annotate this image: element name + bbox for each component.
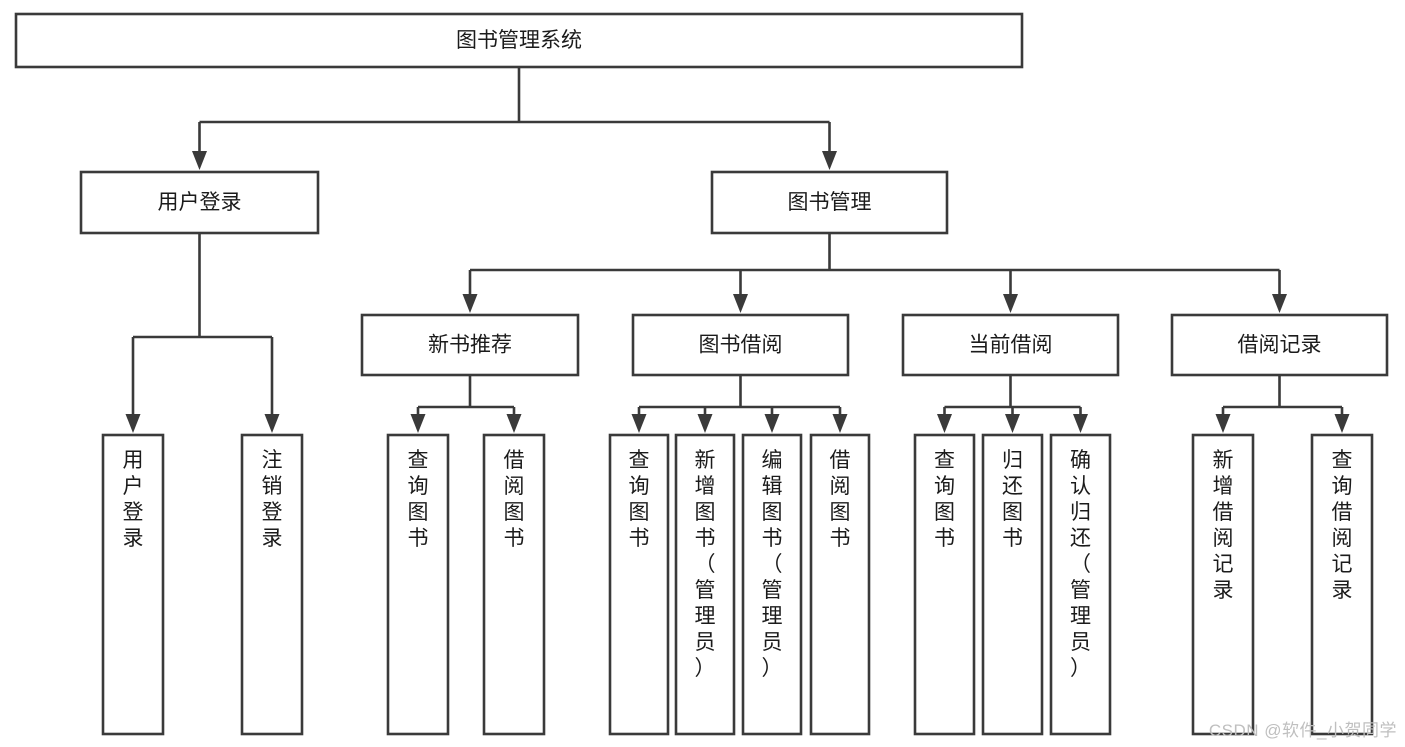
node-book-manage[interactable]: 图书管理 <box>710 170 949 235</box>
node-leaf-confirm-return-label: 确认归还（管理员） <box>1070 449 1091 680</box>
node-book-manage-box <box>710 170 949 235</box>
node-current-borrow[interactable]: 当前借阅 <box>901 313 1120 377</box>
node-leaf-borrow-book-2-box <box>809 433 871 736</box>
node-book-borrow-box <box>631 313 850 377</box>
node-leaf-add-book[interactable]: 新增图书（管理员） <box>674 433 736 736</box>
node-leaf-edit-book-box <box>741 433 803 736</box>
node-leaf-add-book-box <box>674 433 736 736</box>
node-book-borrow-label: 图书借阅 <box>699 334 783 357</box>
connector-layer <box>125 67 1350 433</box>
node-user-login[interactable]: 用户登录 <box>79 170 320 235</box>
node-leaf-borrow-book-1-label: 借阅图书 <box>504 449 525 550</box>
node-leaf-query-record[interactable]: 查询借阅记录 <box>1310 433 1374 736</box>
node-leaf-query-book-2-label: 查询图书 <box>629 449 650 550</box>
node-leaf-edit-book-label: 编辑图书（管理员） <box>762 449 783 680</box>
node-leaf-user-logout-box <box>240 433 304 736</box>
node-leaf-return-book[interactable]: 归还图书 <box>981 433 1044 736</box>
node-leaf-query-book-3-label: 查询图书 <box>934 449 955 550</box>
node-leaf-query-book-1-box <box>386 433 450 736</box>
node-leaf-query-record-label: 查询借阅记录 <box>1332 449 1353 602</box>
arrow-head-icon <box>264 414 280 433</box>
node-leaf-add-record-box <box>1191 433 1255 736</box>
node-leaf-query-record-box <box>1310 433 1374 736</box>
arrow-head-icon <box>506 414 522 433</box>
arrow-head-icon <box>937 414 952 433</box>
arrow-head-icon <box>125 414 141 433</box>
arrow-head-icon <box>1003 294 1018 313</box>
node-root-box <box>14 12 1024 69</box>
node-leaf-return-book-box <box>981 433 1044 736</box>
node-current-borrow-box <box>901 313 1120 377</box>
node-root[interactable]: 图书管理系统 <box>14 12 1024 69</box>
node-leaf-query-book-2-box <box>608 433 670 736</box>
node-leaf-borrow-book-2-label: 借阅图书 <box>830 449 851 550</box>
node-leaf-query-book-1-label: 查询图书 <box>408 449 429 550</box>
node-borrow-record[interactable]: 借阅记录 <box>1170 313 1389 377</box>
node-leaf-user-login[interactable]: 用户登录 <box>101 433 165 736</box>
watermark-text: CSDN @软件_小贺同学 <box>1208 721 1397 740</box>
arrow-head-icon <box>697 414 713 433</box>
node-leaf-add-book-label: 新增图书（管理员） <box>695 449 716 680</box>
node-borrow-record-label: 借阅记录 <box>1238 334 1322 357</box>
node-leaf-edit-book[interactable]: 编辑图书（管理员） <box>741 433 803 736</box>
node-leaf-confirm-return-box <box>1049 433 1112 736</box>
node-user-login-label: 用户登录 <box>158 191 242 214</box>
node-book-borrow[interactable]: 图书借阅 <box>631 313 850 377</box>
node-leaf-query-book-3-box <box>913 433 976 736</box>
arrow-head-icon <box>733 294 748 313</box>
arrow-head-icon <box>1215 414 1231 433</box>
arrow-head-icon <box>410 414 426 433</box>
node-new-book-recommend-box <box>360 313 580 377</box>
node-leaf-query-book-1[interactable]: 查询图书 <box>386 433 450 736</box>
node-leaf-add-record-label: 新增借阅记录 <box>1213 449 1234 602</box>
node-leaf-user-login-box <box>101 433 165 736</box>
arrow-head-icon <box>631 414 647 433</box>
node-leaf-borrow-book-2[interactable]: 借阅图书 <box>809 433 871 736</box>
node-new-book-recommend-label: 新书推荐 <box>428 334 512 357</box>
node-leaf-borrow-book-1-box <box>482 433 546 736</box>
arrow-head-icon <box>1073 414 1088 433</box>
node-leaf-add-record[interactable]: 新增借阅记录 <box>1191 433 1255 736</box>
node-user-login-box <box>79 170 320 235</box>
arrow-head-icon <box>192 151 207 170</box>
node-leaf-query-book-3[interactable]: 查询图书 <box>913 433 976 736</box>
arrow-head-icon <box>764 414 780 433</box>
node-book-manage-label: 图书管理 <box>788 191 872 214</box>
arrow-head-icon <box>462 294 478 313</box>
node-leaf-user-logout-label: 注销登录 <box>262 449 283 550</box>
node-leaf-return-book-label: 归还图书 <box>1002 449 1023 550</box>
node-root-label: 图书管理系统 <box>456 29 582 52</box>
node-leaf-user-logout[interactable]: 注销登录 <box>240 433 304 736</box>
node-leaf-user-login-label: 用户登录 <box>123 449 144 550</box>
arrow-head-icon <box>822 151 837 170</box>
arrow-head-icon <box>832 414 848 433</box>
node-layer: 图书管理系统用户登录图书管理新书推荐图书借阅当前借阅借阅记录用户登录注销登录查询… <box>14 12 1389 736</box>
node-borrow-record-box <box>1170 313 1389 377</box>
node-leaf-query-book-2[interactable]: 查询图书 <box>608 433 670 736</box>
node-new-book-recommend[interactable]: 新书推荐 <box>360 313 580 377</box>
arrow-head-icon <box>1272 294 1287 313</box>
arrow-head-icon <box>1005 414 1020 433</box>
node-leaf-borrow-book-1[interactable]: 借阅图书 <box>482 433 546 736</box>
arrow-head-icon <box>1334 414 1350 433</box>
node-current-borrow-label: 当前借阅 <box>969 334 1053 357</box>
node-leaf-confirm-return[interactable]: 确认归还（管理员） <box>1049 433 1112 736</box>
